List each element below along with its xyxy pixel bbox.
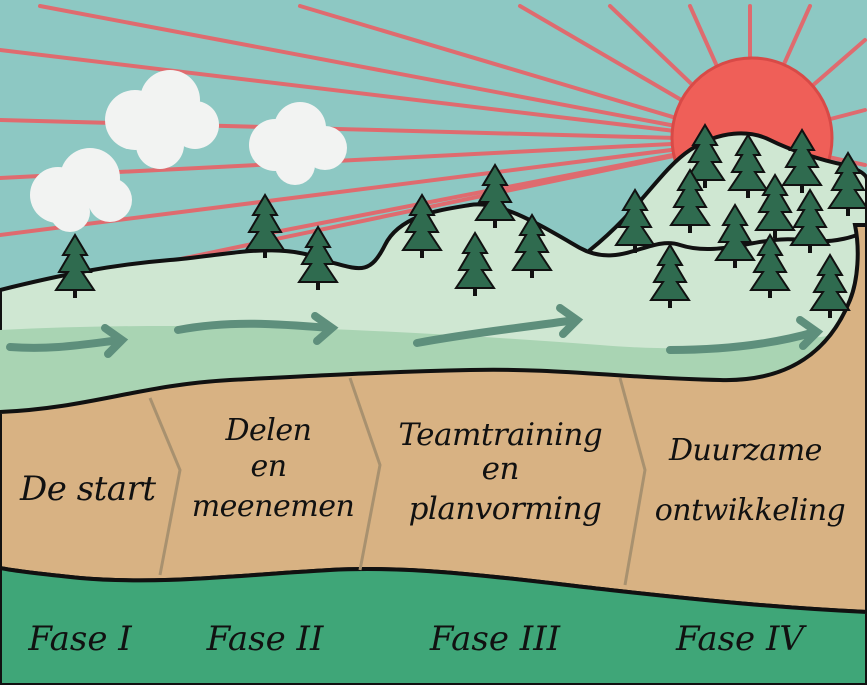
phase-2-label: Fase II	[206, 619, 324, 659]
phase-3-label: Fase III	[429, 619, 561, 659]
phase-4-label: Fase IV	[675, 619, 807, 659]
phase-1-label: Fase I	[27, 619, 132, 659]
step-1-label: De start	[19, 469, 156, 509]
